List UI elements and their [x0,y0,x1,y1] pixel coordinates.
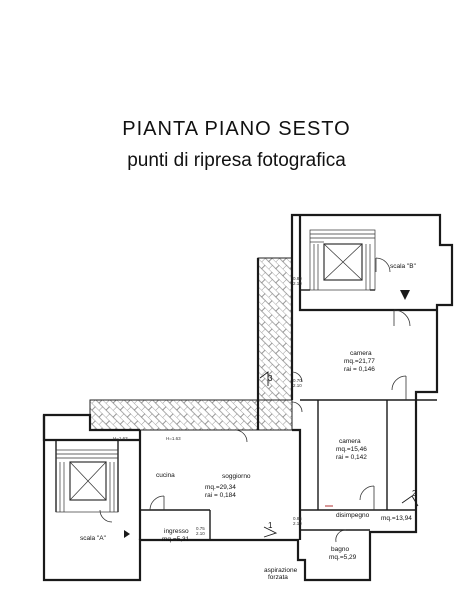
photo-point-number: 3 [268,374,273,383]
room-rai: rai = 0,146 [344,366,375,373]
room-rai: rai = 0,142 [336,454,367,461]
window-dim: 0.80 [293,276,302,281]
aspiration-label: forzata [268,574,288,581]
room-area: mq.=29,34 [205,484,236,491]
window-dim: 0.86 [293,516,302,521]
room-area: mq.=13,94 [381,515,412,522]
room-label: disimpegno [336,512,370,519]
stair-label: scala "A" [80,535,107,542]
room-area: mq.=21,77 [344,358,375,365]
window-dim: 2.10 [293,281,302,286]
room-area: mq.=5,31 [162,536,190,543]
room-label: camera [339,438,361,445]
room-label: bagno [331,546,349,553]
aspiration-label: aspirazione [264,567,298,574]
photo-point-number: 2 [412,489,417,498]
stair-label: scala "B" [390,263,417,270]
photo-point-number: 1 [268,521,273,530]
outer-walls [42,213,454,582]
door-swings [99,257,411,543]
window-dim: 2.10 [196,531,205,536]
window-dim: 2.10 [293,383,302,388]
room-label: cucina [156,472,175,479]
plan-title: PIANTA PIANO SESTO [122,118,351,140]
window-dim: 2.10 [293,521,302,526]
stair-b [309,229,376,291]
window-dim: 0.70 [293,378,302,383]
room-label: camera [350,350,372,357]
plan-subtitle: punti di ripresa fotografica [127,150,346,171]
room-area: mq.=5,29 [329,554,357,561]
window-dim: 0.75 [196,526,205,531]
room-area: mq.=15,46 [336,446,367,453]
room-label: soggiorno [222,473,251,480]
photo-angles [259,371,419,538]
room-rai: rai = 0,184 [205,492,236,499]
entrance-arrows [124,290,410,538]
height-label: H=1.63 [113,436,128,441]
stair-a [55,449,119,513]
height-label: H=1.63 [166,436,181,441]
room-label: ingresso [164,528,189,535]
